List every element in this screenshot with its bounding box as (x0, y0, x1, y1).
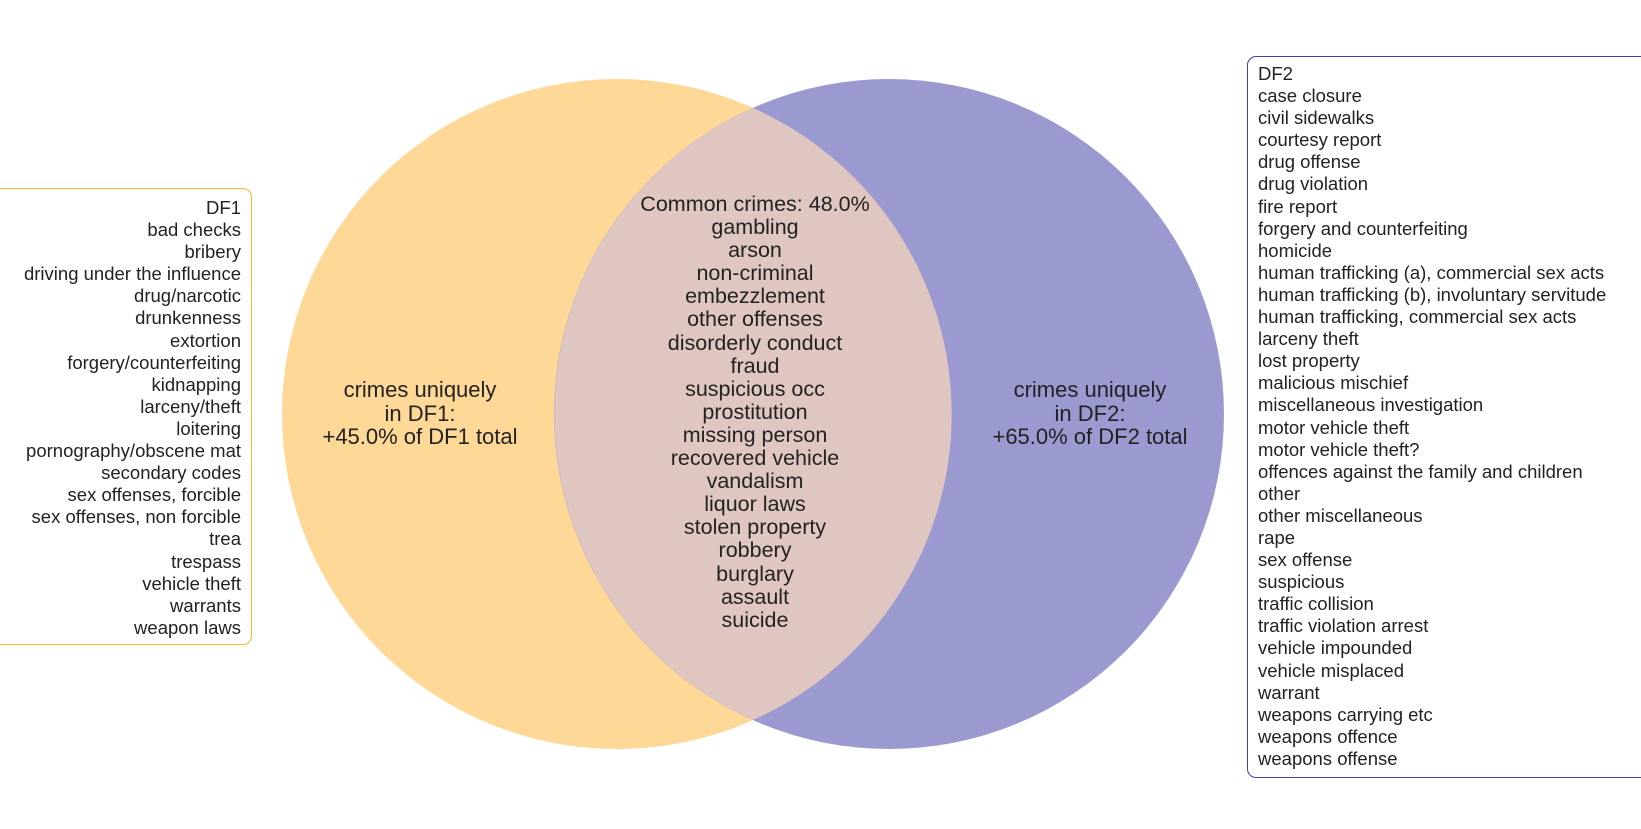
common-crime-item: suspicious occ (685, 376, 825, 401)
df1-crime-item: sex offenses, non forcible (31, 506, 241, 528)
common-crime-item: non-criminal (696, 261, 814, 286)
df2-crime-item: larceny theft (1258, 328, 1359, 350)
df1-crime-item: driving under the influence (23, 263, 241, 285)
df2-crime-item: other miscellaneous (1258, 504, 1423, 526)
df2-crime-item: human trafficking (a), commercial sex ac… (1258, 261, 1605, 283)
df1-crime-item: extortion (170, 329, 241, 351)
df2-crime-item: case closure (1258, 85, 1362, 107)
df2-crime-item: motor vehicle theft? (1258, 438, 1420, 460)
df2-legend-title: DF2 (1258, 63, 1293, 84)
df2-crime-item: miscellaneous investigation (1258, 394, 1484, 416)
df2-crime-item: other (1258, 482, 1301, 504)
df2-crime-item: warrant (1258, 681, 1320, 703)
df2-crime-item: lost property (1258, 350, 1360, 372)
df2-crime-item: drug violation (1258, 173, 1369, 195)
df2-crime-item: motor vehicle theft (1258, 416, 1410, 438)
common-crime-item: robbery (718, 538, 792, 563)
df2-crime-item: fire report (1258, 195, 1338, 217)
df1-crime-item: vehicle theft (142, 572, 241, 594)
df2-crime-item: human trafficking, commercial sex acts (1258, 306, 1577, 328)
df1-crime-item: trespass (171, 550, 241, 572)
df1-legend-title: DF1 (206, 197, 241, 218)
df2-crime-item: sex offense (1258, 549, 1353, 571)
df2-crime-item: weapons carrying etc (1258, 703, 1433, 725)
df2-crime-item: traffic violation arrest (1258, 615, 1429, 637)
df1-unique-label: crimes uniquely in DF1: +45.0% of DF1 to… (322, 377, 518, 449)
common-crime-item: stolen property (683, 515, 827, 540)
df2-crime-item: rape (1258, 526, 1296, 548)
df1-crime-item: sex offenses, forcible (67, 484, 241, 506)
common-crime-item: recovered vehicle (670, 446, 840, 471)
df2-crime-item: forgery and counterfeiting (1258, 217, 1468, 239)
df2-crime-item: malicious mischief (1258, 372, 1409, 394)
df1-crime-item: pornography/obscene mat (26, 440, 241, 462)
df2-crime-item: weapons offence (1258, 725, 1398, 747)
df1-crime-item: trea (209, 528, 241, 550)
common-crime-item: burglary (716, 561, 794, 586)
df2-crime-item: vehicle impounded (1258, 637, 1413, 659)
df2-unique-label: crimes uniquely in DF2: +65.0% of DF2 to… (992, 377, 1188, 449)
common-crime-item: suicide (721, 607, 789, 632)
df1-crime-item: bribery (184, 241, 241, 263)
df1-crime-item: loitering (176, 417, 241, 439)
df2-crime-item: drug offense (1258, 151, 1361, 173)
df2-crime-item: vehicle misplaced (1258, 659, 1405, 681)
df1-crime-item: warrants (170, 594, 241, 616)
common-crime-item: assault (720, 584, 790, 609)
common-crime-item: liquor laws (704, 492, 806, 517)
common-crime-item: missing person (682, 422, 828, 447)
overlap-region (554, 108, 952, 720)
df1-crime-item: drug/narcotic (134, 285, 241, 307)
common-crime-item: gambling (711, 215, 799, 240)
df1-crime-item: secondary codes (101, 462, 241, 484)
df2-crime-item: civil sidewalks (1258, 107, 1375, 129)
common-crimes-title: Common crimes: 48.0% (640, 192, 870, 216)
df2-crime-item: homicide (1258, 239, 1333, 261)
common-crime-item: disorderly conduct (667, 330, 843, 355)
df1-crime-item: weapon laws (134, 616, 241, 638)
df2-crime-item: suspicious (1258, 571, 1345, 593)
common-crime-item: arson (728, 238, 782, 263)
common-crime-item: prostitution (702, 399, 808, 424)
df2-crime-item: weapons offense (1258, 747, 1398, 769)
df1-crime-item: forgery/counterfeiting (67, 351, 241, 373)
df2-crime-item: traffic collision (1258, 593, 1374, 615)
df2-crime-item: courtesy report (1258, 129, 1382, 151)
df2-crime-item: human trafficking (b), involuntary servi… (1258, 283, 1607, 305)
df1-crime-item: larceny/theft (140, 395, 241, 417)
df2-crime-item: offences against the family and children (1258, 460, 1583, 482)
common-crime-item: embezzlement (685, 284, 825, 309)
common-crime-item: vandalism (706, 469, 804, 494)
common-crime-item: other offenses (687, 307, 823, 332)
df1-crime-item: kidnapping (151, 373, 242, 395)
common-crime-item: fraud (730, 353, 780, 378)
df1-crime-item: drunkenness (135, 307, 241, 329)
df1-crime-item: bad checks (147, 219, 241, 241)
